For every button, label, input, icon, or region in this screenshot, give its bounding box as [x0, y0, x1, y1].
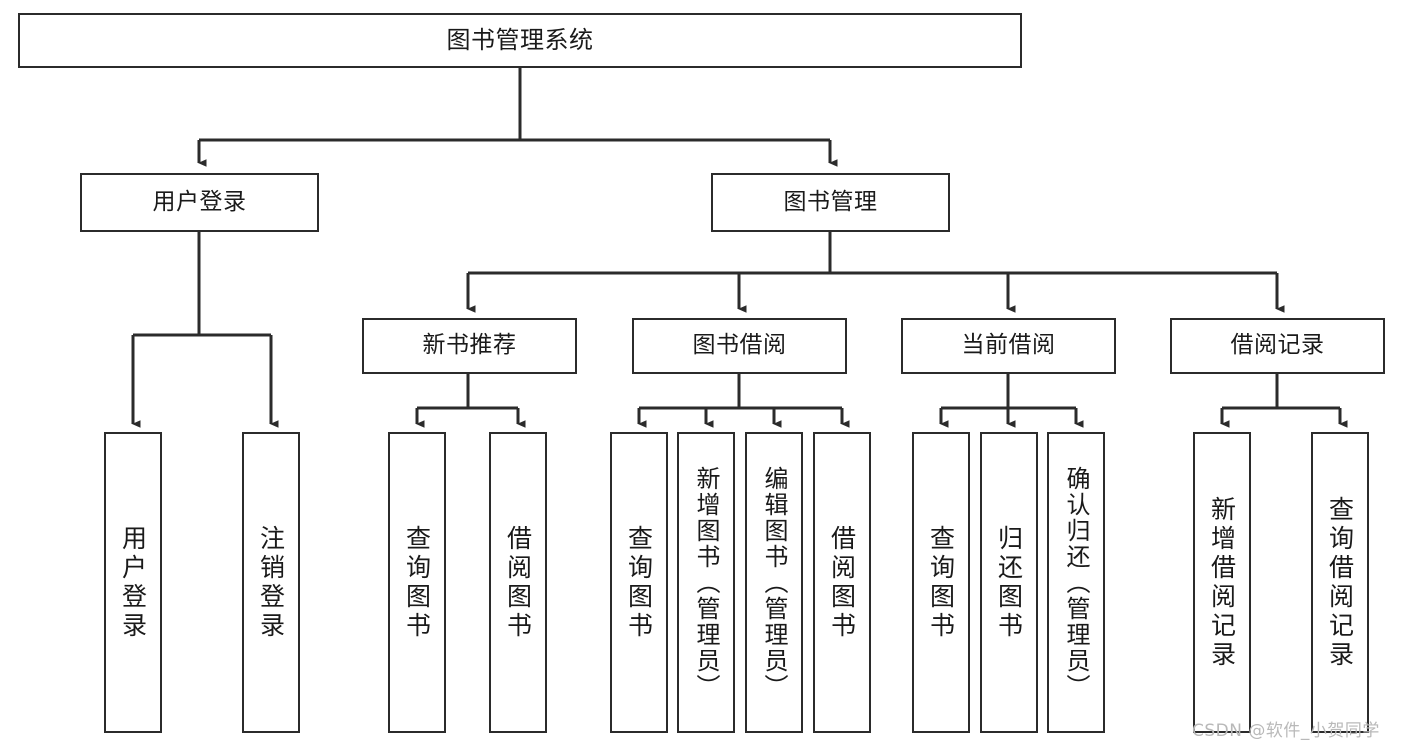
node-label: 归还图书 [994, 524, 1024, 641]
node-label: 用户登录 [118, 524, 148, 641]
leaf-add-borrow-record[interactable]: 新增借阅记录 [1193, 432, 1251, 733]
node-label: 当前借阅 [961, 332, 1056, 359]
watermark-text: CSDN @软件_小贺同学 [1192, 721, 1380, 741]
leaf-logout[interactable]: 注销登录 [242, 432, 300, 733]
node-label: 查询图书 [926, 524, 956, 641]
node-label: 新增图书（管理员） [692, 465, 720, 700]
leaf-edit-book-admin[interactable]: 编辑图书（管理员） [745, 432, 803, 733]
leaf-add-book-admin[interactable]: 新增图书（管理员） [677, 432, 735, 733]
leaf-return-book[interactable]: 归还图书 [980, 432, 1038, 733]
leaf-query-book-recommend[interactable]: 查询图书 [388, 432, 446, 733]
node-label: 图书管理系统 [446, 26, 594, 55]
node-label: 新书推荐 [422, 332, 517, 359]
node-label: 借阅图书 [503, 524, 533, 641]
leaf-query-book-borrow[interactable]: 查询图书 [610, 432, 668, 733]
node-new-book-recommend[interactable]: 新书推荐 [362, 318, 577, 374]
node-book-borrow[interactable]: 图书借阅 [632, 318, 847, 374]
node-label: 注销登录 [256, 524, 286, 641]
node-current-borrow[interactable]: 当前借阅 [901, 318, 1116, 374]
node-label: 用户登录 [152, 188, 247, 215]
node-user-login[interactable]: 用户登录 [80, 173, 319, 232]
node-borrow-records[interactable]: 借阅记录 [1170, 318, 1385, 374]
node-label: 借阅记录 [1230, 332, 1325, 359]
leaf-borrow-book-recommend[interactable]: 借阅图书 [489, 432, 547, 733]
node-label: 查询图书 [402, 524, 432, 641]
leaf-query-borrow-record[interactable]: 查询借阅记录 [1311, 432, 1369, 733]
leaf-user-login[interactable]: 用户登录 [104, 432, 162, 733]
node-label: 编辑图书（管理员） [760, 465, 788, 700]
node-label: 新增借阅记录 [1207, 495, 1237, 670]
node-label: 借阅图书 [827, 524, 857, 641]
leaf-borrow-book[interactable]: 借阅图书 [813, 432, 871, 733]
node-label: 图书管理 [783, 188, 878, 215]
leaf-query-book-current[interactable]: 查询图书 [912, 432, 970, 733]
node-label: 确认归还（管理员） [1062, 465, 1090, 700]
node-label: 查询图书 [624, 524, 654, 641]
node-root-system[interactable]: 图书管理系统 [18, 13, 1022, 68]
leaf-confirm-return-admin[interactable]: 确认归还（管理员） [1047, 432, 1105, 733]
node-book-management[interactable]: 图书管理 [711, 173, 950, 232]
node-label: 图书借阅 [692, 332, 787, 359]
node-label: 查询借阅记录 [1325, 495, 1355, 670]
